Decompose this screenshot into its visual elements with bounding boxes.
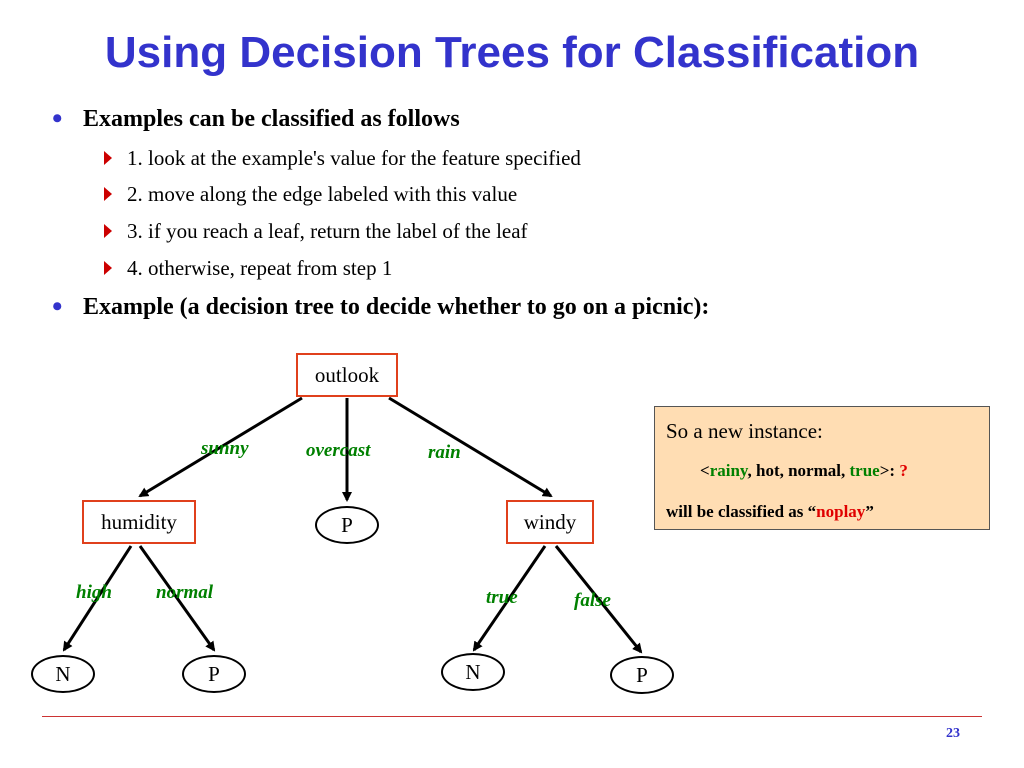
- edge-rain: [388, 396, 553, 498]
- leaf-overcast-p: P: [315, 506, 379, 544]
- instance-box-line3: will be classified as “noplay”: [666, 502, 874, 522]
- edge-label-rain: rain: [428, 442, 461, 463]
- classified-post: ”: [865, 502, 874, 521]
- classified-pre: will be classified as “: [666, 502, 817, 521]
- node-windy: windy: [506, 500, 594, 544]
- sub-bullet-2: 2. move along the edge labeled with this…: [104, 182, 518, 207]
- instance-true: true: [849, 461, 880, 480]
- edge-label-high: high: [76, 582, 112, 603]
- bullet-1-text: Examples can be classified as follows: [83, 106, 460, 132]
- edge-true: [472, 545, 547, 652]
- triangle-bullet-icon: [104, 261, 112, 275]
- leaf-false-p: P: [610, 656, 674, 694]
- bullet-2-text: Example (a decision tree to decide wheth…: [83, 294, 710, 320]
- instance-box-line1: So a new instance:: [666, 419, 823, 443]
- instance-rainy: rainy: [709, 461, 748, 480]
- leaf-high-n: N: [31, 655, 95, 693]
- footer-divider: [42, 716, 982, 717]
- sub-bullet-1: 1. look at the example's value for the f…: [104, 146, 581, 171]
- bullet-1: • Examples can be classified as follows: [52, 102, 460, 135]
- edge-label-false: false: [574, 590, 611, 611]
- leaf-true-n: N: [441, 653, 505, 691]
- edge-label-true: true: [486, 587, 518, 608]
- sub-bullet-2-text: 2. move along the edge labeled with this…: [127, 182, 518, 206]
- leaf-normal-p: P: [182, 655, 246, 693]
- sub-bullet-4: 4. otherwise, repeat from step 1: [104, 256, 393, 281]
- edge-false: [554, 545, 643, 654]
- edge-label-overcast: overcast: [306, 440, 371, 461]
- triangle-bullet-icon: [104, 224, 112, 238]
- node-outlook: outlook: [296, 353, 398, 397]
- node-humidity: humidity: [82, 500, 196, 544]
- sub-bullet-4-text: 4. otherwise, repeat from step 1: [127, 256, 393, 280]
- edge-high: [62, 545, 133, 652]
- edge-sunny: [138, 396, 303, 498]
- sub-bullet-3-text: 3. if you reach a leaf, return the label…: [127, 219, 528, 243]
- instance-open: <: [700, 461, 710, 480]
- instance-mid: , hot, normal,: [747, 461, 850, 480]
- slide-title: Using Decision Trees for Classification: [104, 28, 920, 77]
- instance-question: ?: [899, 461, 908, 480]
- instance-box: So a new instance: <rainy, hot, normal, …: [654, 406, 990, 530]
- triangle-bullet-icon: [104, 187, 112, 201]
- instance-box-line2: <rainy, hot, normal, true>: ?: [700, 461, 908, 481]
- edge-normal: [138, 545, 216, 652]
- triangle-bullet-icon: [104, 151, 112, 165]
- sub-bullet-1-text: 1. look at the example's value for the f…: [127, 146, 581, 170]
- bullet-dot-icon: •: [52, 290, 63, 323]
- bullet-2: • Example (a decision tree to decide whe…: [52, 290, 710, 323]
- edge-label-sunny: sunny: [201, 438, 249, 459]
- edge-label-normal: normal: [156, 582, 214, 603]
- page-number: 23: [946, 726, 960, 741]
- sub-bullet-3: 3. if you reach a leaf, return the label…: [104, 219, 528, 244]
- instance-close: >:: [879, 461, 900, 480]
- bullet-dot-icon: •: [52, 102, 63, 135]
- classified-noplay: noplay: [816, 502, 866, 521]
